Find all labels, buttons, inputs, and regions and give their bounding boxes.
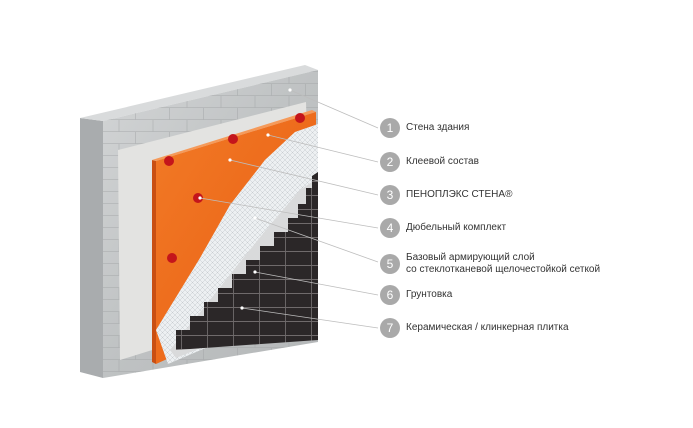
wall-side-face xyxy=(80,118,103,378)
leader-dot xyxy=(198,196,202,200)
legend-number-badge: 3 xyxy=(380,185,400,205)
legend-label: ПЕНОПЛЭКС СТЕНА® xyxy=(406,189,512,201)
leader-dot xyxy=(253,270,257,274)
leader-dot xyxy=(228,158,232,162)
leader-line-2 xyxy=(267,134,379,163)
wall-top-face xyxy=(80,65,318,121)
dowel-icon xyxy=(193,193,203,203)
leader-lines xyxy=(199,89,379,329)
legend-label-line: Базовый армирующий слой xyxy=(406,252,535,263)
leader-dot xyxy=(253,216,257,220)
legend-item-7: 7 Керамическая / клинкерная плитка xyxy=(380,318,569,338)
legend-number-badge: 4 xyxy=(380,218,400,238)
dowel-icons xyxy=(164,113,305,263)
legend-item-5: 5 Базовый армирующий слой со стеклоткане… xyxy=(380,252,600,276)
leader-line-6 xyxy=(254,271,379,296)
leader-line-7 xyxy=(241,307,379,329)
foam-edge xyxy=(152,160,156,364)
legend-label: Дюбельный комплект xyxy=(406,222,506,234)
leader-dots xyxy=(198,88,292,310)
legend-label: Стена здания xyxy=(406,122,469,134)
legend-label-line: Дюбельный комплект xyxy=(406,222,507,233)
legend-label-line: Грунтовка xyxy=(406,289,453,300)
legend-label: Базовый армирующий слой со стеклотканево… xyxy=(406,252,600,276)
legend-number-badge: 1 xyxy=(380,118,400,138)
legend-item-6: 6 Грунтовка xyxy=(380,285,452,305)
tile-layer xyxy=(176,172,318,350)
leader-line-5 xyxy=(254,217,379,263)
dowel-icon xyxy=(228,134,238,144)
legend-label-line: со стеклотканевой щелочестойкой сеткой xyxy=(406,264,601,275)
legend-number-badge: 5 xyxy=(380,254,400,274)
legend-item-4: 4 Дюбельный комплект xyxy=(380,218,506,238)
dowel-icon xyxy=(167,253,177,263)
legend-number-badge: 2 xyxy=(380,152,400,172)
legend-number-badge: 6 xyxy=(380,285,400,305)
leader-line-1 xyxy=(289,89,379,129)
dowel-icon xyxy=(164,156,174,166)
legend-label-line: Клеевой состав xyxy=(406,156,479,167)
legend-item-1: 1 Стена здания xyxy=(380,118,469,138)
legend-label-line: Стена здания xyxy=(406,122,470,133)
leader-line-3 xyxy=(229,159,379,196)
legend-item-3: 3 ПЕНОПЛЭКС СТЕНА® xyxy=(380,185,512,205)
leader-line-4 xyxy=(199,197,379,229)
legend-item-2: 2 Клеевой состав xyxy=(380,152,479,172)
legend-label: Грунтовка xyxy=(406,289,452,301)
leader-dot xyxy=(266,133,270,137)
legend-label-line: ПЕНОПЛЭКС СТЕНА® xyxy=(406,189,513,200)
legend-label-line: Керамическая / клинкерная плитка xyxy=(406,322,569,333)
leader-dot xyxy=(288,88,292,92)
legend-number-badge: 7 xyxy=(380,318,400,338)
legend-label: Керамическая / клинкерная плитка xyxy=(406,322,569,334)
leader-dot xyxy=(240,306,244,310)
legend-label: Клеевой состав xyxy=(406,156,479,168)
dowel-icon xyxy=(295,113,305,123)
